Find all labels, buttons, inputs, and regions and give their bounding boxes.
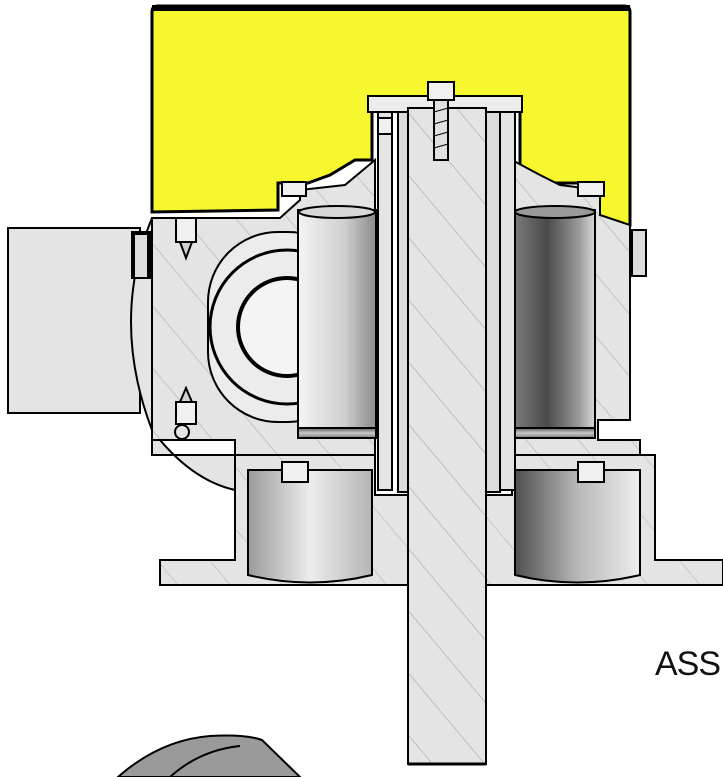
cap-screw-left <box>377 117 393 135</box>
top-center-bolt <box>427 81 455 161</box>
side-bolt-right <box>631 229 647 277</box>
left-bearing <box>297 209 377 433</box>
side-bolt-left <box>133 233 149 279</box>
grease-fitting-top <box>175 217 197 261</box>
top-bolt-right <box>577 181 605 197</box>
base-bolt-right <box>577 461 605 483</box>
top-bolt-left <box>281 181 307 197</box>
right-bearing <box>514 209 596 433</box>
base-cup-right <box>514 469 641 584</box>
grease-fitting-bottom <box>174 385 197 440</box>
base-bolt-left <box>281 461 309 483</box>
base-cup-left <box>247 469 373 584</box>
partial-gear <box>116 734 302 777</box>
assembly-label: ASS <box>655 645 721 683</box>
motor-flange-block <box>7 227 141 414</box>
